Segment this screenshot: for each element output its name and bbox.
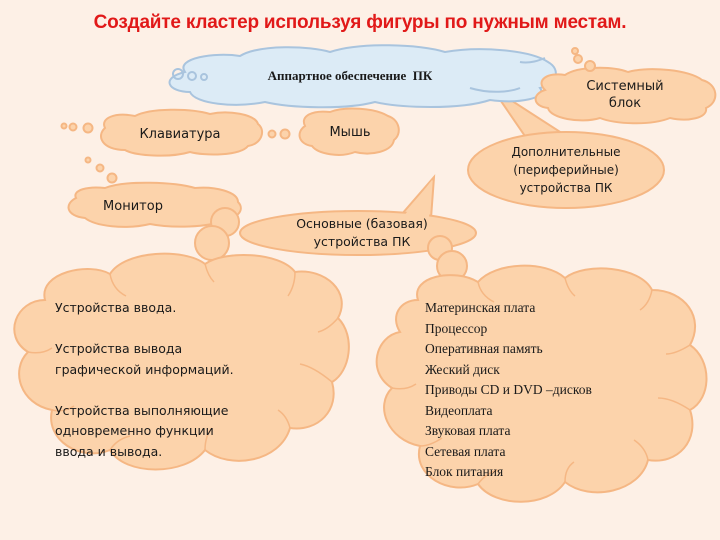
peripheral-types-cloud-shape[interactable] [13, 252, 350, 471]
peripheral-types-list: Устройства ввода. Устройства вывода граф… [55, 298, 234, 462]
system-unit-line1: Системный [586, 79, 664, 94]
list-item: Устройства ввода. [55, 300, 177, 315]
mouse-cloud-shape[interactable] [298, 107, 400, 156]
list-item: Устройства вывода [55, 341, 183, 356]
system-unit-line2: блок [608, 96, 642, 111]
list-item: Сетевая плата [425, 443, 506, 459]
peripheral-line3: устройства ПК [519, 181, 613, 195]
list-item: Блок питания [425, 464, 504, 479]
root-node-label: Аппартное обеспечение ПК [267, 68, 433, 83]
slide-title: Создайте кластер используя фигуры по нуж… [93, 12, 627, 33]
list-item: Приводы CD и DVD –дисков [425, 382, 592, 397]
peripheral-callout-shape[interactable] [467, 131, 665, 209]
list-item: графической информаций. [55, 361, 234, 377]
peripheral-node-label: Дополнительные (периферийные) устройства… [486, 143, 646, 197]
list-item: Материнская плата [425, 300, 536, 315]
list-item: Устройства выполняющие [55, 402, 229, 418]
monitor-node-label: Монитор [103, 199, 163, 214]
mouse-node-label: Мышь [329, 125, 371, 140]
monitor-cloud-shape[interactable] [67, 181, 242, 228]
peripheral-line1: Дополнительные [511, 145, 621, 159]
peripheral-line2: (периферийные) [513, 163, 619, 177]
list-item: одновременно функции [55, 423, 214, 438]
basic-components-cloud-shape[interactable] [375, 264, 708, 503]
list-item: ввода и вывода. [55, 443, 163, 459]
list-item: Оперативная память [425, 341, 543, 356]
list-item: Звуковая плата [425, 423, 511, 438]
keyboard-cloud-shape[interactable] [100, 108, 264, 157]
system-unit-cloud-shape[interactable] [534, 66, 717, 125]
basic-components-list: Материнская плата Процессор Оперативная … [425, 298, 592, 483]
system-unit-node-label: Системный блок [560, 78, 690, 112]
keyboard-node-label: Клавиатура [139, 127, 221, 142]
list-item: Процессор [425, 320, 488, 336]
root-cloud-shape[interactable] [168, 44, 557, 109]
basic-node-label: Основные (базовая) устройства ПК [272, 215, 452, 251]
basic-line1: Основные (базовая) [296, 216, 428, 231]
list-item: Жеский диск [425, 361, 500, 377]
list-item: Видеоплата [425, 402, 493, 418]
basic-line2: устройства ПК [313, 234, 411, 249]
